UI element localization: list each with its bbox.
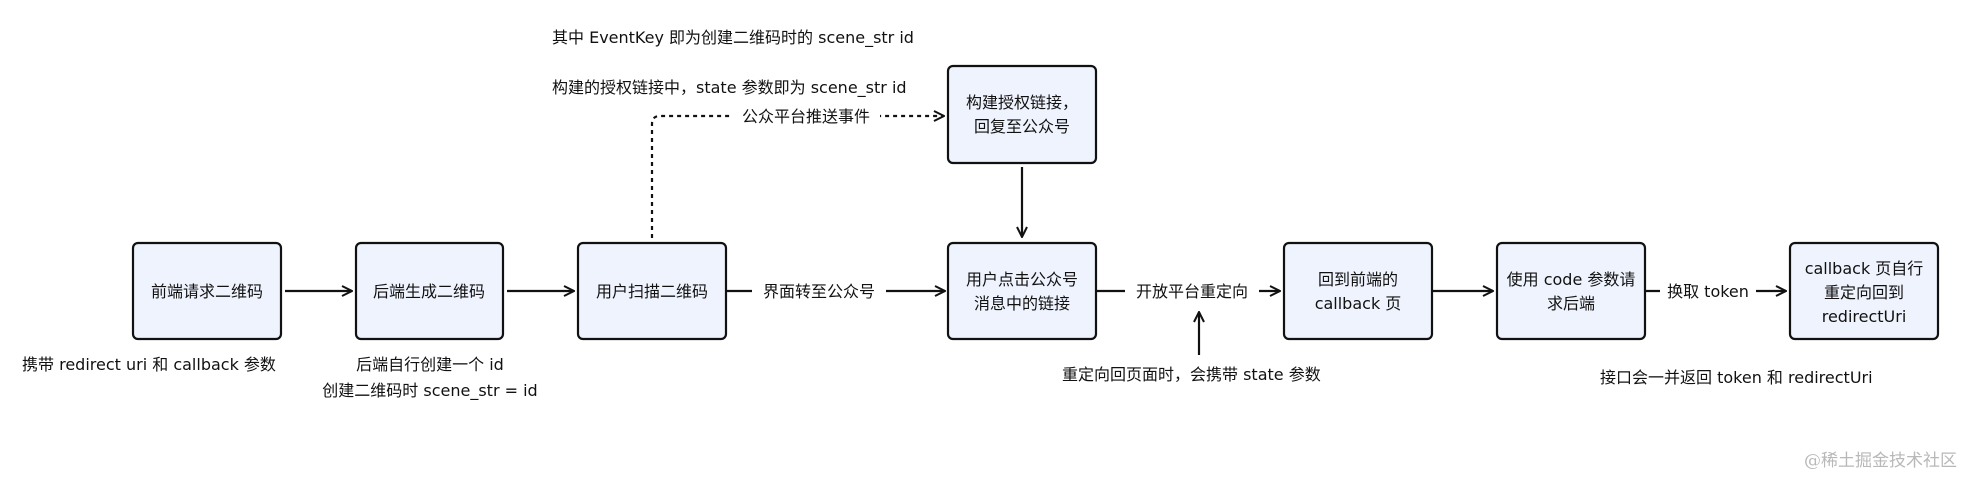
edge-label-e7-8: 换取 token (1667, 282, 1749, 301)
node-n6-label: 回到前端的 callback 页 (1315, 270, 1402, 313)
note-n2-below-1: 后端自行创建一个 id (356, 355, 504, 374)
edge-labels: 界面转至公众号 开放平台重定向 换取 token 公众平台推送事件 (742, 107, 1749, 301)
node-n1-line-1: 前端请求二维码 (151, 282, 263, 301)
node-n7-line-1: 使用 code 参数请 (1507, 270, 1636, 289)
node-n7-box (1495, 241, 1647, 341)
node-n2: 后端生成二维码 (354, 241, 505, 341)
node-n5: 用户点击公众号消息中的链接 (946, 241, 1098, 341)
node-n5-box (946, 241, 1098, 341)
node-n6-box (1282, 241, 1434, 341)
node-n7-line-2: 求后端 (1547, 294, 1595, 313)
node-n2-box (354, 241, 505, 341)
node-n6-line-2: callback 页 (1315, 294, 1402, 313)
node-n3: 用户扫描二维码 (576, 241, 728, 341)
note-redirect: 重定向回页面时，会携带 state 参数 (1062, 365, 1321, 384)
node-n2-label: 后端生成二维码 (373, 282, 485, 301)
node-n8-box (1788, 241, 1940, 341)
node-n4-line-2: 回复至公众号 (974, 117, 1070, 136)
node-n6-line-1: 回到前端的 (1318, 270, 1398, 289)
node-n6: 回到前端的 callback 页 (1282, 241, 1434, 341)
node-n7: 使用 code 参数请求后端 (1495, 241, 1647, 341)
note-top-2: 构建的授权链接中，state 参数即为 scene_str id (552, 78, 907, 98)
edge-label-bg-e3-4 (732, 104, 880, 130)
edge-label-backgrounds (732, 104, 1756, 304)
note-n7-below: 接口会一并返回 token 和 redirectUri (1600, 368, 1873, 387)
node-n3-line-1: 用户扫描二维码 (596, 282, 708, 301)
node-n4-line-1: 构建授权链接， (966, 93, 1078, 112)
watermark: @稀土掘金技术社区 (1804, 451, 1957, 471)
node-n5-line-1: 用户点击公众号 (966, 270, 1078, 289)
node-n5-line-2: 消息中的链接 (974, 294, 1070, 313)
node-n3-label: 用户扫描二维码 (596, 282, 708, 301)
node-n8-line-1: callback 页自行 (1805, 259, 1924, 278)
node-n4-label: 构建授权链接， 回复至公众号 (966, 93, 1078, 136)
node-n8-line-2: 重定向回到 (1824, 283, 1904, 302)
node-n3-box (576, 241, 728, 341)
arrow-n3-n4-dashed (650, 116, 944, 238)
node-n8-line-3: redirectUri (1822, 307, 1907, 326)
node-n4: 构建授权链接， 回复至公众号 (946, 64, 1098, 165)
node-n8: callback 页自行重定向回到 redirectUri (1788, 241, 1940, 341)
note-n2-below-2: 创建二维码时 scene_str = id (322, 381, 537, 401)
edge-label-e5-6: 开放平台重定向 (1136, 282, 1248, 301)
node-n1: 前端请求二维码 (131, 241, 283, 341)
node-n4-box (946, 64, 1098, 165)
node-n7-label: 使用 code 参数请求后端 (1507, 270, 1636, 313)
node-n1-box (131, 241, 283, 341)
note-top-1: 其中 EventKey 即为创建二维码时的 scene_str id (552, 28, 914, 48)
node-n1-label: 前端请求二维码 (151, 282, 263, 301)
note-n1-below: 携带 redirect uri 和 callback 参数 (22, 355, 276, 374)
node-n5-label: 用户点击公众号消息中的链接 (966, 270, 1078, 313)
edge-label-bg-e5-6 (1125, 278, 1259, 304)
notes: 其中 EventKey 即为创建二维码时的 scene_str id 构建的授权… (22, 28, 1873, 401)
edge-label-bg-e3-5 (752, 278, 886, 304)
edge-label-e3-4: 公众平台推送事件 (742, 107, 870, 126)
node-n2-line-1: 后端生成二维码 (373, 282, 485, 301)
node-n8-label: callback 页自行重定向回到 redirectUri (1805, 259, 1924, 326)
edge-label-bg-e7-8 (1660, 278, 1756, 304)
edge-label-e3-5: 界面转至公众号 (763, 282, 875, 301)
